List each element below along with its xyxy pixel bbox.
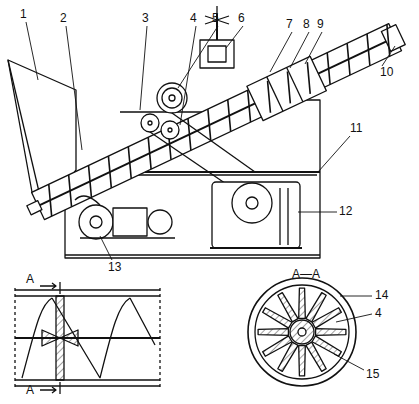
callout-number: 1 (20, 8, 27, 21)
detail-view (15, 282, 160, 394)
pump-unit (75, 196, 175, 239)
auger-flight (79, 166, 102, 198)
auger-flight (278, 71, 301, 103)
callout-number: 5 (212, 12, 219, 25)
callout-number: 11 (350, 122, 362, 135)
callout-number: 3 (142, 12, 149, 25)
callout-number: 6 (238, 12, 245, 25)
section-view (248, 278, 372, 386)
auger-flight (258, 81, 281, 113)
auger-flight (377, 24, 400, 56)
auger-flight (297, 62, 320, 94)
auger-flight (118, 147, 141, 179)
callout-number: 4 (190, 12, 197, 25)
knife-blade (306, 342, 326, 371)
auger-flight (357, 34, 380, 66)
callout-number: 9 (317, 18, 324, 31)
callout-number: 7 (286, 18, 293, 31)
callout-number: 14 (375, 289, 388, 302)
callout-number: 10 (380, 66, 393, 79)
adjusting-unit (200, 6, 234, 68)
callout-number: 12 (339, 205, 352, 218)
section-mark: A—A (292, 268, 320, 281)
auger-flight (198, 109, 221, 141)
knife-blade (263, 336, 292, 356)
knife-blade (316, 329, 346, 336)
callout-number: 4 (375, 307, 382, 320)
electric-motor (210, 182, 302, 248)
section-mark: A (26, 273, 34, 286)
knife-blade (312, 308, 341, 328)
auger-flight (59, 175, 82, 207)
knife-blade (299, 288, 306, 318)
auger-flight (317, 53, 340, 85)
auger-flight (218, 100, 241, 132)
callout-number: 15 (366, 368, 379, 381)
knife-blade (299, 346, 306, 376)
callout-number: 8 (303, 18, 310, 31)
leader-lines (26, 22, 395, 260)
auger-flight (39, 184, 62, 216)
auger-flight (138, 137, 161, 169)
knife-blade (278, 293, 298, 322)
knife-blade (258, 329, 288, 336)
section-mark: A (26, 384, 34, 397)
auger-flight (178, 119, 201, 151)
auger-flight (337, 43, 360, 75)
callout-number: 13 (108, 261, 121, 274)
gear-drive (141, 83, 255, 190)
auger-flight (238, 90, 261, 122)
callout-number: 2 (60, 12, 67, 25)
auger-flight (98, 156, 121, 188)
